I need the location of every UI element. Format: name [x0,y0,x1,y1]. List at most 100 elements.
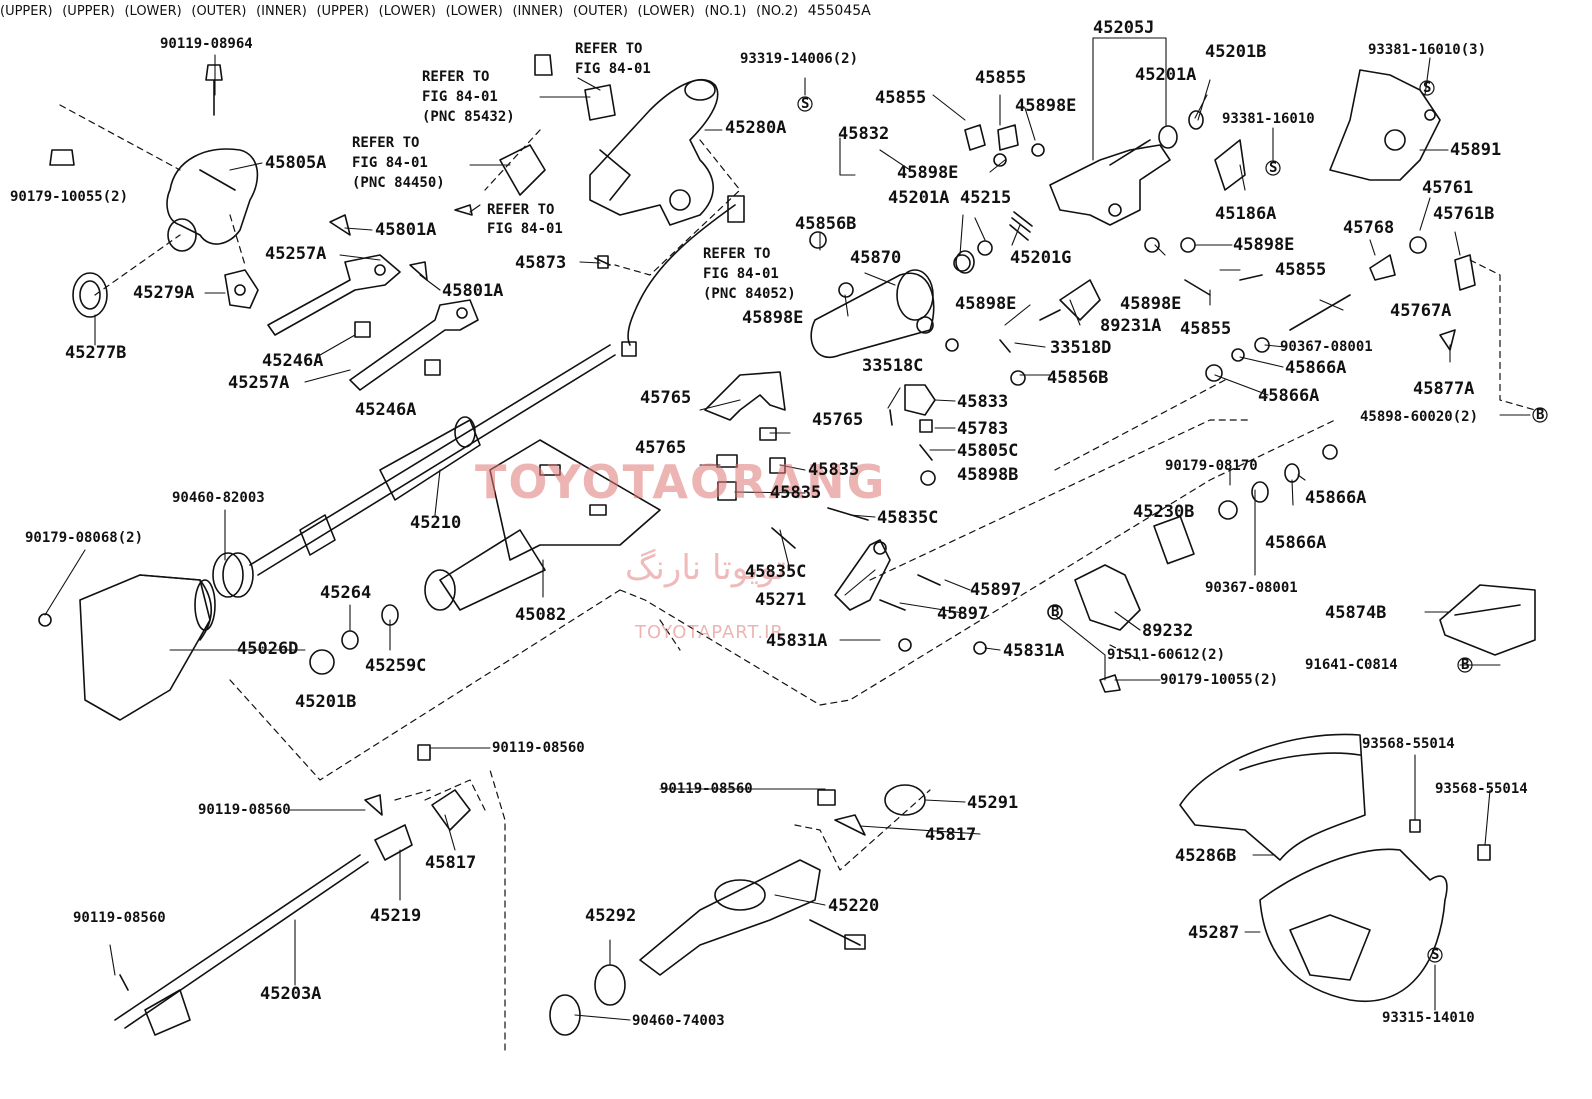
part-label: 93319-14006(2) [740,51,859,67]
nut-90179-10055 [49,149,75,166]
part-label: 45765 [635,438,687,458]
part-label: 90119-08964 [160,36,253,52]
bolt-90119-08964 [205,64,223,116]
watermark-brand: TOYOTAORANG [475,455,887,509]
screw-45873 [594,255,611,269]
part-label: 45866A [1265,533,1327,553]
part-label: 45866A [1285,358,1347,378]
refer-note: REFER TO [422,69,490,85]
tilt-parts [809,211,1101,486]
refer-note: FIG 84-01 [487,221,563,237]
part-label: 45201G [1010,248,1072,268]
watermark-url: TOYOTAPART.IR [635,622,784,643]
symbol-s: S [1423,80,1432,96]
part-label: 45898E [955,294,1017,314]
symbol-b: B [1051,604,1060,620]
part-label: 45201A [888,188,950,208]
part-label: 45767A [1390,301,1452,321]
part-label: 45866A [1305,488,1367,508]
part-label: 45870 [850,248,902,268]
screws-45897-45831A [879,574,987,655]
part-label: 45186A [1215,204,1277,224]
small-parts-45801A-45246A [329,214,441,376]
part-label: 45768 [1343,218,1395,238]
part-label: 45898E [897,163,959,183]
dashed-group-lines [59,104,1536,1051]
part-label: 45220 [828,896,880,916]
part-label: 33518D [1050,338,1112,358]
part-label: 45026D [237,639,299,659]
part-label: 45257A [228,373,290,393]
shaft-45210 [249,344,616,576]
part-note: (UPPER) [316,4,370,19]
part-label: 45833 [957,392,1009,412]
part-label: 45801A [375,220,437,240]
refer-note: REFER TO [352,135,420,151]
part-note: (NO.2) [756,4,799,19]
parts-45219-45817 [364,744,471,861]
part-label: 45855 [1275,260,1327,280]
part-label: 45898-60020(2) [1360,409,1479,425]
refer-note: FIG 84-01 [352,155,428,171]
part-label: 45877A [1413,379,1475,399]
part-label: 45835 [770,483,822,503]
symbol-s: S [1431,947,1440,963]
part-label: 45831A [1003,641,1065,661]
refer-note: (PNC 85432) [422,109,515,125]
part-label: 45855 [1180,319,1232,339]
part-label: 89232 [1142,621,1194,641]
pad-45874B [1439,584,1536,656]
seal-45277B [72,272,108,318]
refer-note: FIG 84-01 [422,89,498,105]
bearings-45201 [955,110,1204,274]
part-label: 45805C [957,441,1019,461]
bracket-45186A [1214,139,1246,191]
part-label: 45898B [957,465,1019,485]
part-label: 45898E [1120,294,1182,314]
refer-note: (PNC 84052) [703,286,796,302]
part-label: 45897 [970,580,1022,600]
part-label: 45271 [755,590,807,610]
cover-45765-upper [704,371,786,421]
clamp-45279A [224,269,259,309]
part-note: (OUTER) [572,4,628,19]
part-label: 93568-55014 [1435,781,1528,797]
part-note: (LOWER) [378,4,436,19]
symbol-b: B [1536,407,1545,423]
refer-note: REFER TO [487,202,555,218]
part-label: 45855 [875,88,927,108]
part-label: 45280A [725,118,787,138]
part-note: (LOWER) [124,4,182,19]
part-label: 45866A [1258,386,1320,406]
part-label: 45873 [515,253,567,273]
switch-89232 [1047,564,1141,693]
bolts-45855 [964,124,1045,167]
part-label: 93315-14010 [1382,1010,1475,1026]
part-label: 45765 [640,388,692,408]
part-label: 45765 [812,410,864,430]
part-label: 45203A [260,984,322,1004]
figure-code: 455045A [807,3,871,19]
part-label: 45201A [1135,65,1197,85]
column-45082 [424,439,661,611]
right-small-parts [1144,236,1476,382]
cover-45286B [1179,733,1366,861]
part-label: 93381-16010(3) [1368,42,1487,58]
part-note: (LOWER) [445,4,503,19]
part-label: 90367-08001 [1280,339,1373,355]
part-label: 90119-08560 [73,910,166,926]
parts-45230B-45866A [1153,444,1338,565]
part-label: 45897 [937,604,989,624]
bracket-45891 [1329,69,1441,181]
part-label: 45855 [975,68,1027,88]
part-label: 45835 [808,460,860,480]
part-label: 90367-08001 [1205,580,1298,596]
part-label: 45230B [1133,502,1195,522]
part-label: 45817 [925,825,977,845]
part-label: 45898E [742,308,804,328]
part-label: 45264 [320,583,372,603]
part-label: 45277B [65,343,127,363]
bracket-45805A [166,148,259,252]
